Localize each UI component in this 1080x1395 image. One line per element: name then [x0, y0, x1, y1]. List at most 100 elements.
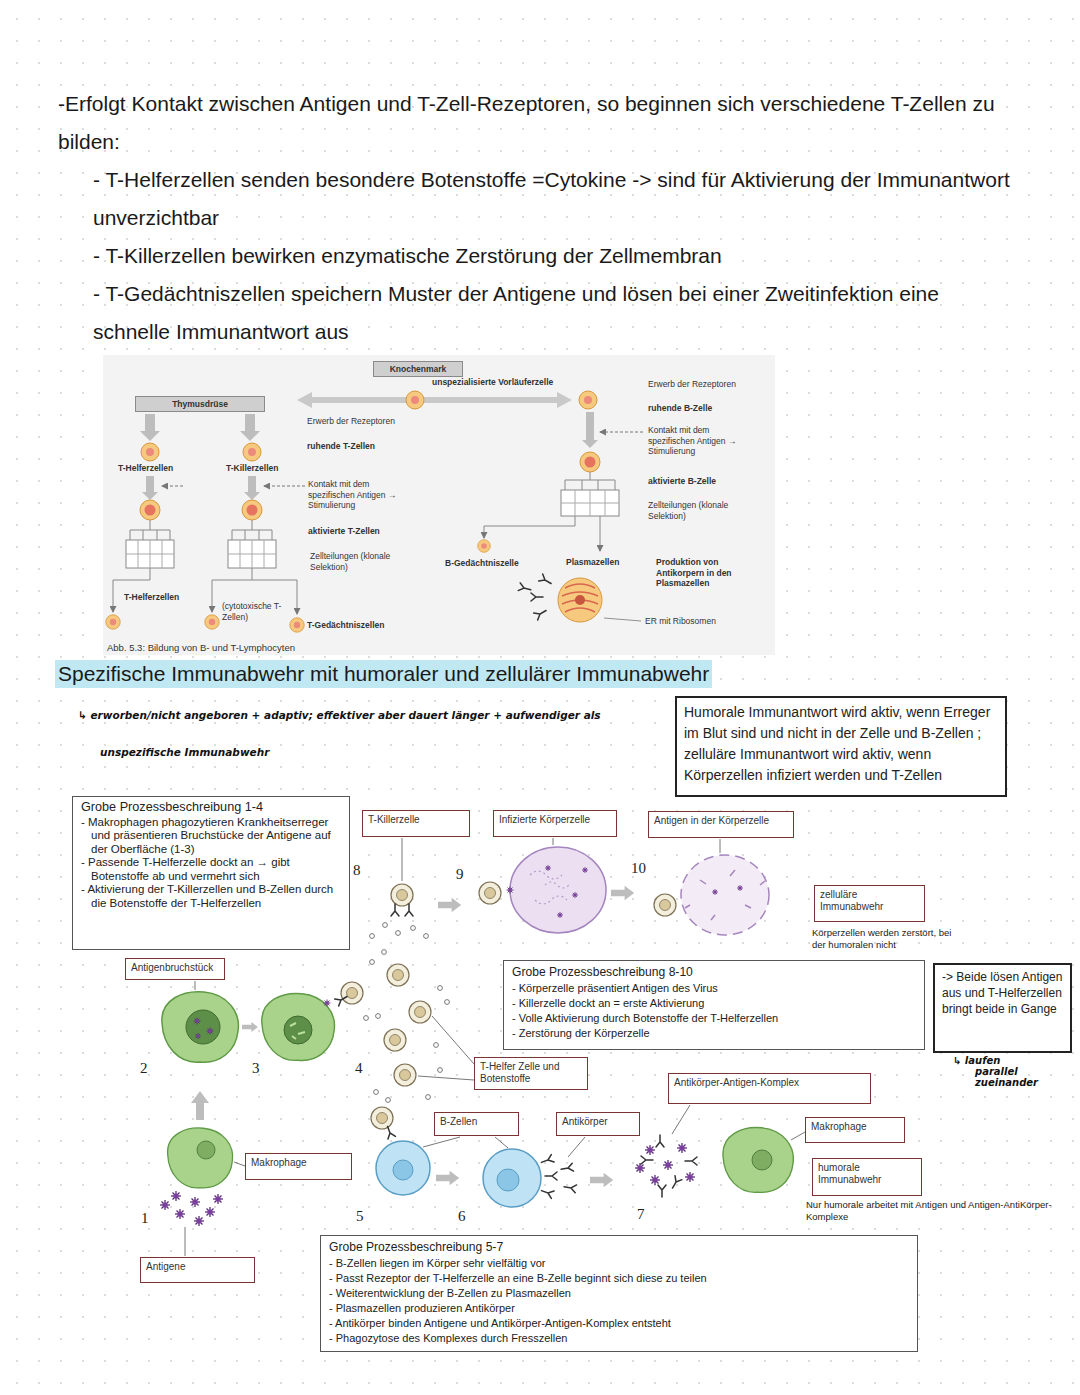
lymphocyte-figure [242, 500, 262, 520]
humoral-immune-stages [540, 1155, 554, 1167]
humoral-immune-stages [384, 1125, 396, 1139]
box-text: - Plasmazellen produzieren Antikörper [329, 1301, 909, 1316]
lymphocyte-figure [243, 443, 261, 461]
lymphocyte-figure [103, 355, 775, 655]
cellular-immune-stages [438, 898, 461, 912]
label-box: Makrophage [245, 1153, 352, 1180]
lymphocyte-figure [406, 391, 424, 409]
figure-label: T-Helferzellen [124, 592, 179, 603]
humoral-immune-stages [685, 1157, 697, 1165]
leader-lines [495, 1137, 508, 1148]
humoral-immune-stages [436, 1171, 459, 1185]
humoral-immune-stages [290, 1023, 305, 1039]
lymphocyte-figure [582, 412, 598, 448]
callout-number: 5 [356, 1208, 364, 1225]
box-text: Thymusdrüse [172, 399, 228, 409]
humoral-immune-stages [426, 1095, 431, 1100]
box-text: Antikörper-Antigen-Komplex [674, 1077, 865, 1089]
figure-label: Kontakt mit dem spezifischen Antigen → S… [308, 479, 400, 511]
humoral-immune-stages [434, 1043, 439, 1048]
cellular-immune-stages [545, 865, 551, 871]
note-text: -Erfolgt Kontakt zwischen Antigen und T-… [58, 85, 1013, 161]
cellular-immune-stages [370, 934, 375, 939]
cellular-immune-stages [582, 867, 588, 873]
lymphocyte-figure [297, 392, 572, 408]
lymphocyte-figure [140, 414, 160, 441]
callout-number: 4 [355, 1060, 363, 1077]
humoral-immune-stages [376, 1014, 381, 1019]
figure-label: Erwerb der Rezeptoren [307, 416, 395, 427]
humoral-immune-stages [190, 1197, 200, 1207]
box-text: Antikörper [562, 1116, 634, 1128]
humoral-immune-stages [483, 1149, 541, 1207]
lymphocyte-figure [579, 391, 597, 409]
humoral-immune-stages [438, 986, 443, 991]
leader-lines [791, 1132, 805, 1140]
label-box: Antikörper-Antigen-Komplex [668, 1073, 871, 1104]
lymphocyte-figure [561, 490, 619, 516]
box-text: Makrophage [811, 1121, 899, 1133]
lymphocyte-figure [562, 584, 598, 612]
leader-lines [432, 1016, 474, 1064]
cellular-immune-stages [424, 934, 429, 939]
note-text: Körperzellen werden zerstört, bei der hu… [812, 927, 962, 951]
leader-lines [402, 838, 403, 881]
humoral-immune-stages [650, 1175, 660, 1185]
humoral-immune-stages [438, 1068, 443, 1073]
process-box: Grobe Prozessbeschreibung 1-4- Makrophag… [72, 796, 350, 950]
cellular-immune-stages [654, 894, 676, 916]
humoral-immune-stages [364, 1016, 369, 1021]
lymphocyte-figure [113, 568, 150, 612]
lymphocyte-figure [531, 593, 543, 601]
figure-caption: Abb. 5.3: Bildung von B- und T-Lymphocyt… [107, 642, 295, 654]
humoral-immune-stages [168, 1128, 233, 1188]
humoral-immune-stages [590, 1173, 613, 1187]
lymphocyte-figure [539, 574, 553, 587]
box-text: B-Zellen [440, 1116, 513, 1128]
humoral-immune-stages [213, 1194, 223, 1204]
label-box: Antigen in der Körperzelle [648, 811, 794, 838]
lymphocyte-figure [162, 486, 183, 487]
lymphocyte-figure [484, 516, 575, 538]
box-text: T-Helfer Zelle und Botenstoffe [480, 1061, 582, 1085]
label-box: Antigenbruchstück [125, 958, 225, 980]
cellular-immune-stages [530, 871, 569, 904]
humoral-immune-stages [186, 1010, 220, 1044]
humoral-immune-stages [371, 1107, 393, 1129]
box-text: Knochenmark [390, 364, 447, 374]
leader-lines [672, 1105, 690, 1134]
lymphocyte-figure [130, 520, 170, 540]
humoral-immune-stages [386, 1098, 391, 1103]
humoral-immune-stages [207, 1028, 214, 1035]
figure-label: Zellteilungen (klonale Selektion) [648, 500, 730, 521]
lymphocyte-figure [126, 540, 174, 568]
humoral-immune-stages [374, 1090, 379, 1095]
humoral-immune-stages [669, 1176, 682, 1190]
humoral-immune-stages [497, 1169, 519, 1191]
box-text: - Volle Aktivierung durch Botenstoffe de… [512, 1011, 916, 1026]
humoral-immune-stages [560, 1163, 573, 1173]
cellular-immune-stages [396, 931, 401, 936]
process-box: Grobe Prozessbeschreibung 8-10- Körperze… [503, 960, 925, 1050]
label-box: Antigene [140, 1257, 255, 1283]
humoral-immune-stages [205, 1207, 215, 1217]
label-box: Infizierte Körperzelle [493, 810, 617, 837]
figure-label: B-Gedächtniszelle [445, 558, 519, 569]
lymphocyte-figure [228, 540, 276, 568]
cellular-immune-stages [681, 855, 769, 935]
humoral-immune-stages [445, 1000, 450, 1005]
figure-label: T-Gedächtniszellen [307, 620, 384, 631]
humoral-immune-stages [341, 982, 363, 1004]
cellular-immune-stages [712, 889, 718, 895]
humoral-immune-stages [162, 992, 239, 1062]
cellular-immune-stages [611, 886, 634, 900]
section-heading: Spezifische Immunabwehr mit humoraler un… [55, 660, 712, 688]
figure-label: aktivierte B-Zelle [648, 476, 716, 487]
note-text: - T-Gedächtniszellen speichern Muster de… [93, 275, 1013, 351]
humoral-immune-stages [335, 993, 349, 1006]
figure-label: T-Killerzellen [226, 463, 278, 474]
lymphocyte-figure [580, 452, 600, 472]
figure-label: (cytotoxische T-Zellen) [222, 601, 284, 622]
lymphocyte-figure [228, 540, 276, 568]
